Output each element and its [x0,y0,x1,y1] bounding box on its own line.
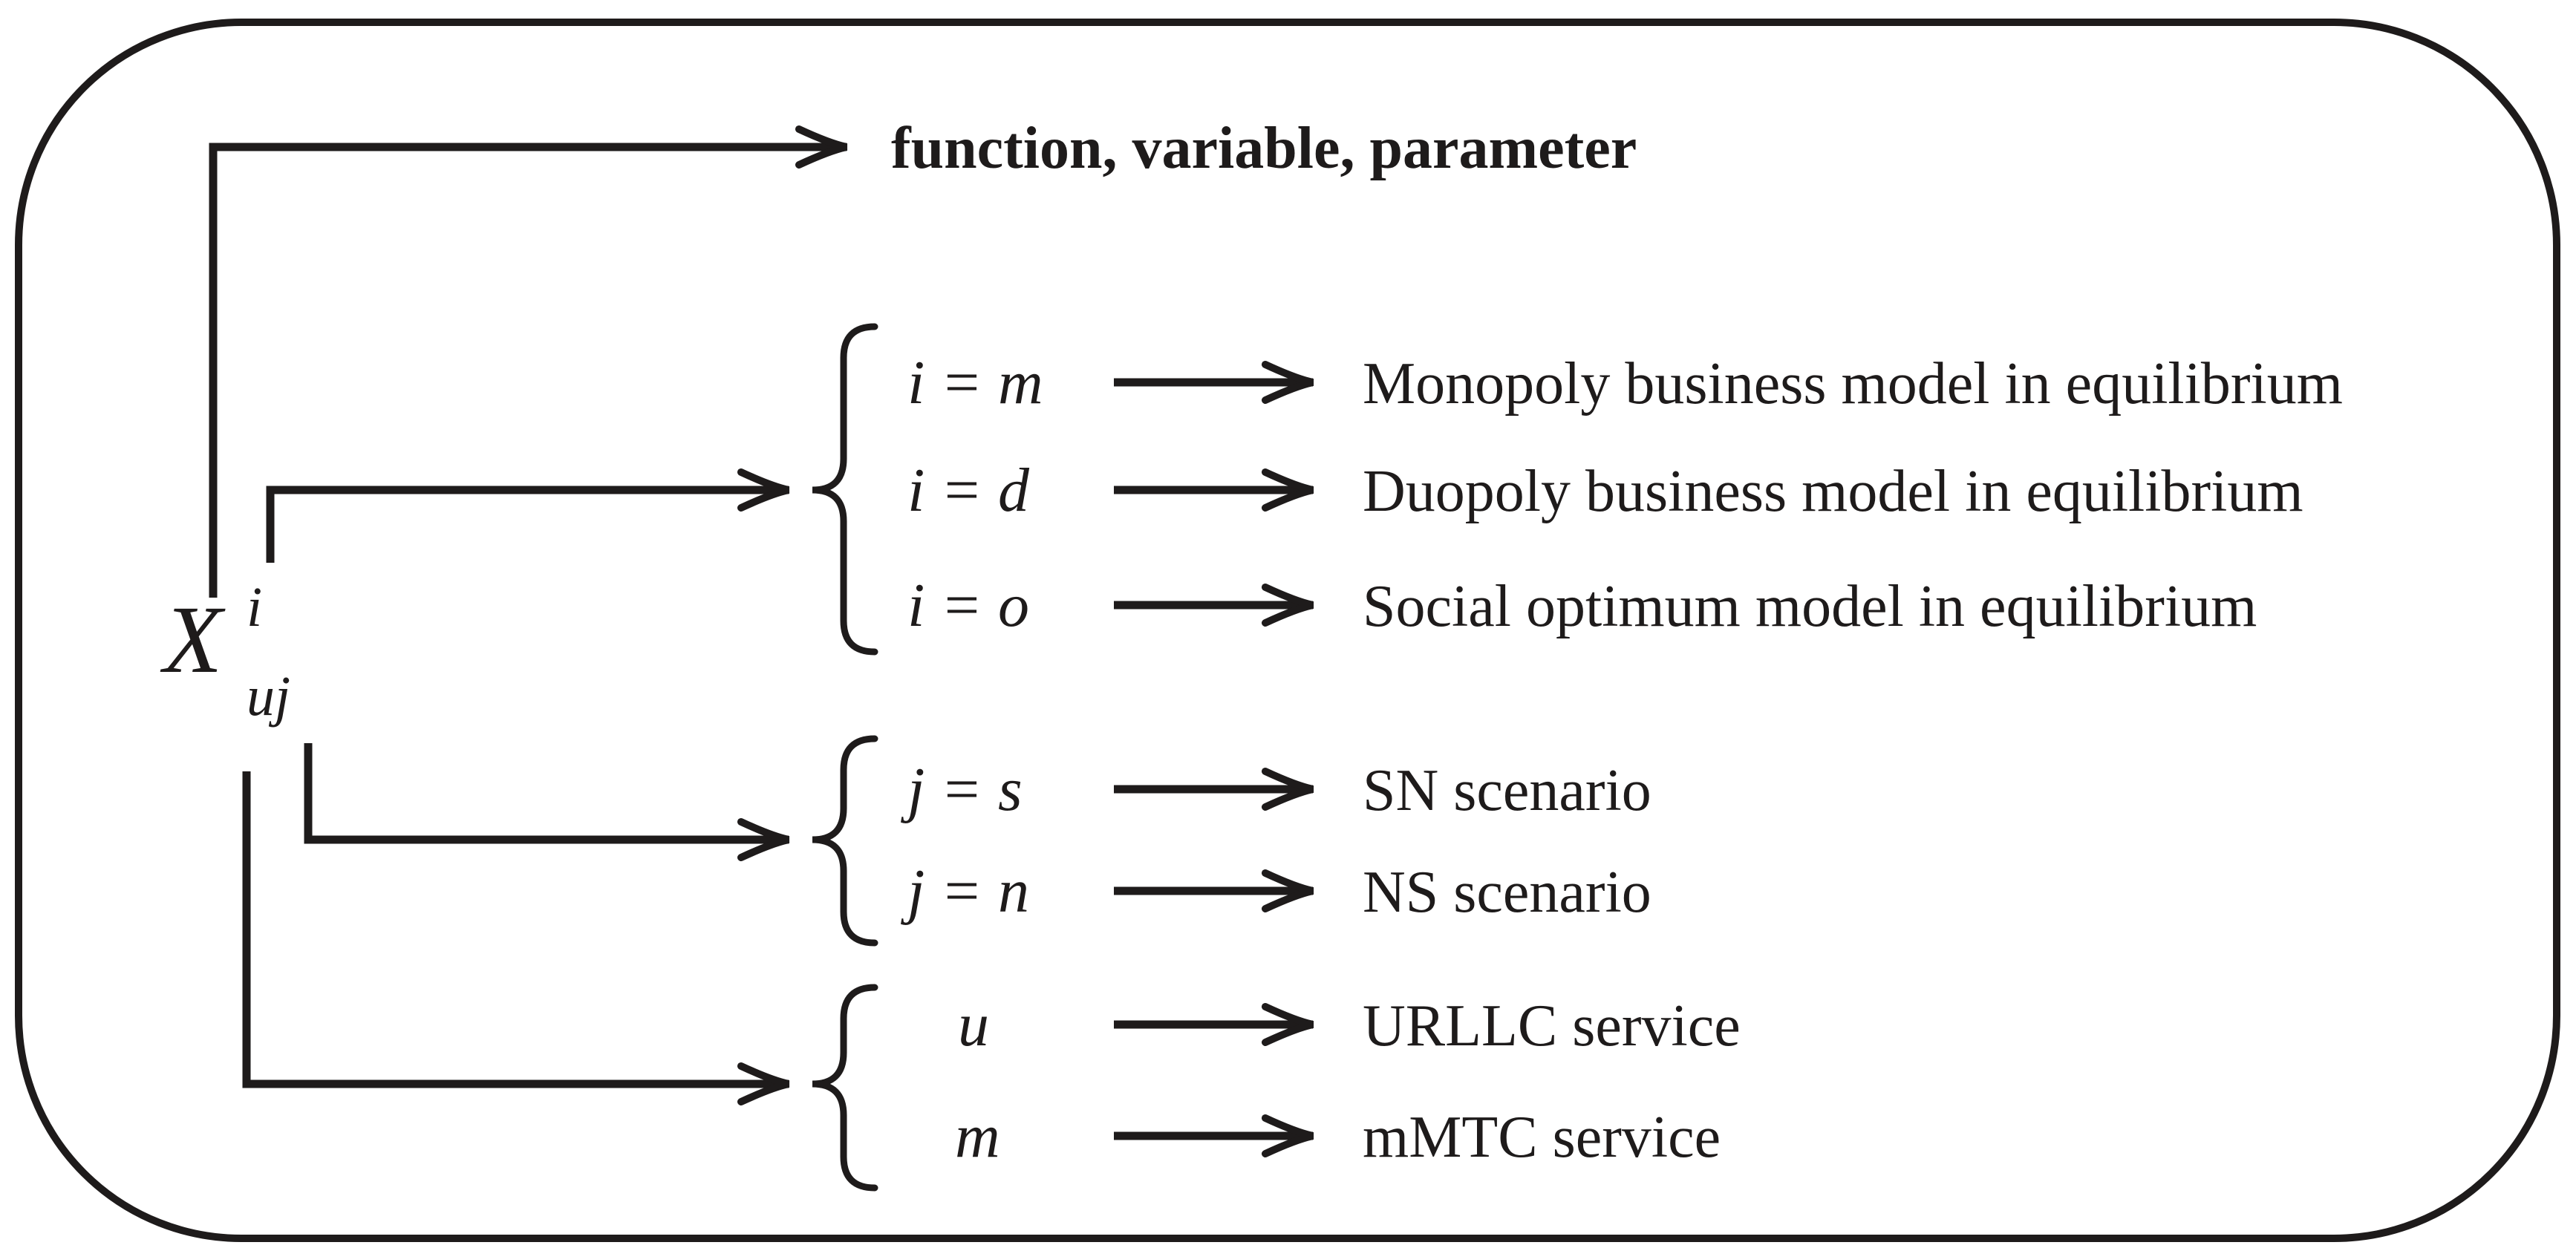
row-label: i = d [907,456,1030,525]
row-label: u [958,990,989,1059]
symbol-superscript: i [247,576,262,638]
row-label: m [955,1102,1000,1171]
row-description: mMTC service [1363,1105,1721,1170]
row-label: i = o [907,571,1029,640]
row-label: i = m [907,348,1043,417]
row-m: m mMTC service [955,1102,1721,1171]
row-description: Monopoly business model in equilibrium [1363,351,2343,416]
symbol-x-uj-i: X i uj [160,576,290,728]
arrow-to-service-brace [242,771,790,1105]
row-description: Duopoly business model in equilibrium [1363,459,2303,524]
arrow-to-j-brace [304,743,790,861]
symbol-base: X [160,587,226,693]
arrow-to-function-label [209,125,848,598]
row-j-s: j = s SN scenario [901,755,1651,824]
row-description: Social optimum model in equilibrium [1363,574,2257,639]
row-description: URLLC service [1363,993,1741,1059]
row-i-d: i = d Duopoly business model in equilibr… [907,456,2303,525]
symbol-subscript: uj [247,665,290,728]
service-group-brace [812,984,878,1192]
row-u: u URLLC service [958,990,1741,1059]
row-label: j = n [901,857,1029,926]
row-description: SN scenario [1363,758,1651,823]
row-i-m: i = m Monopoly business model in equilib… [907,348,2343,417]
top-label: function, variable, parameter [891,116,1637,181]
row-j-n: j = n NS scenario [901,857,1651,926]
figure-border [15,19,2560,1242]
arrow-to-i-brace [266,468,790,563]
row-description: NS scenario [1363,860,1651,925]
row-i-o: i = o Social optimum model in equilibriu… [907,571,2257,640]
j-group-brace [812,735,878,947]
i-group-brace [812,323,878,656]
row-label: j = s [901,755,1023,824]
